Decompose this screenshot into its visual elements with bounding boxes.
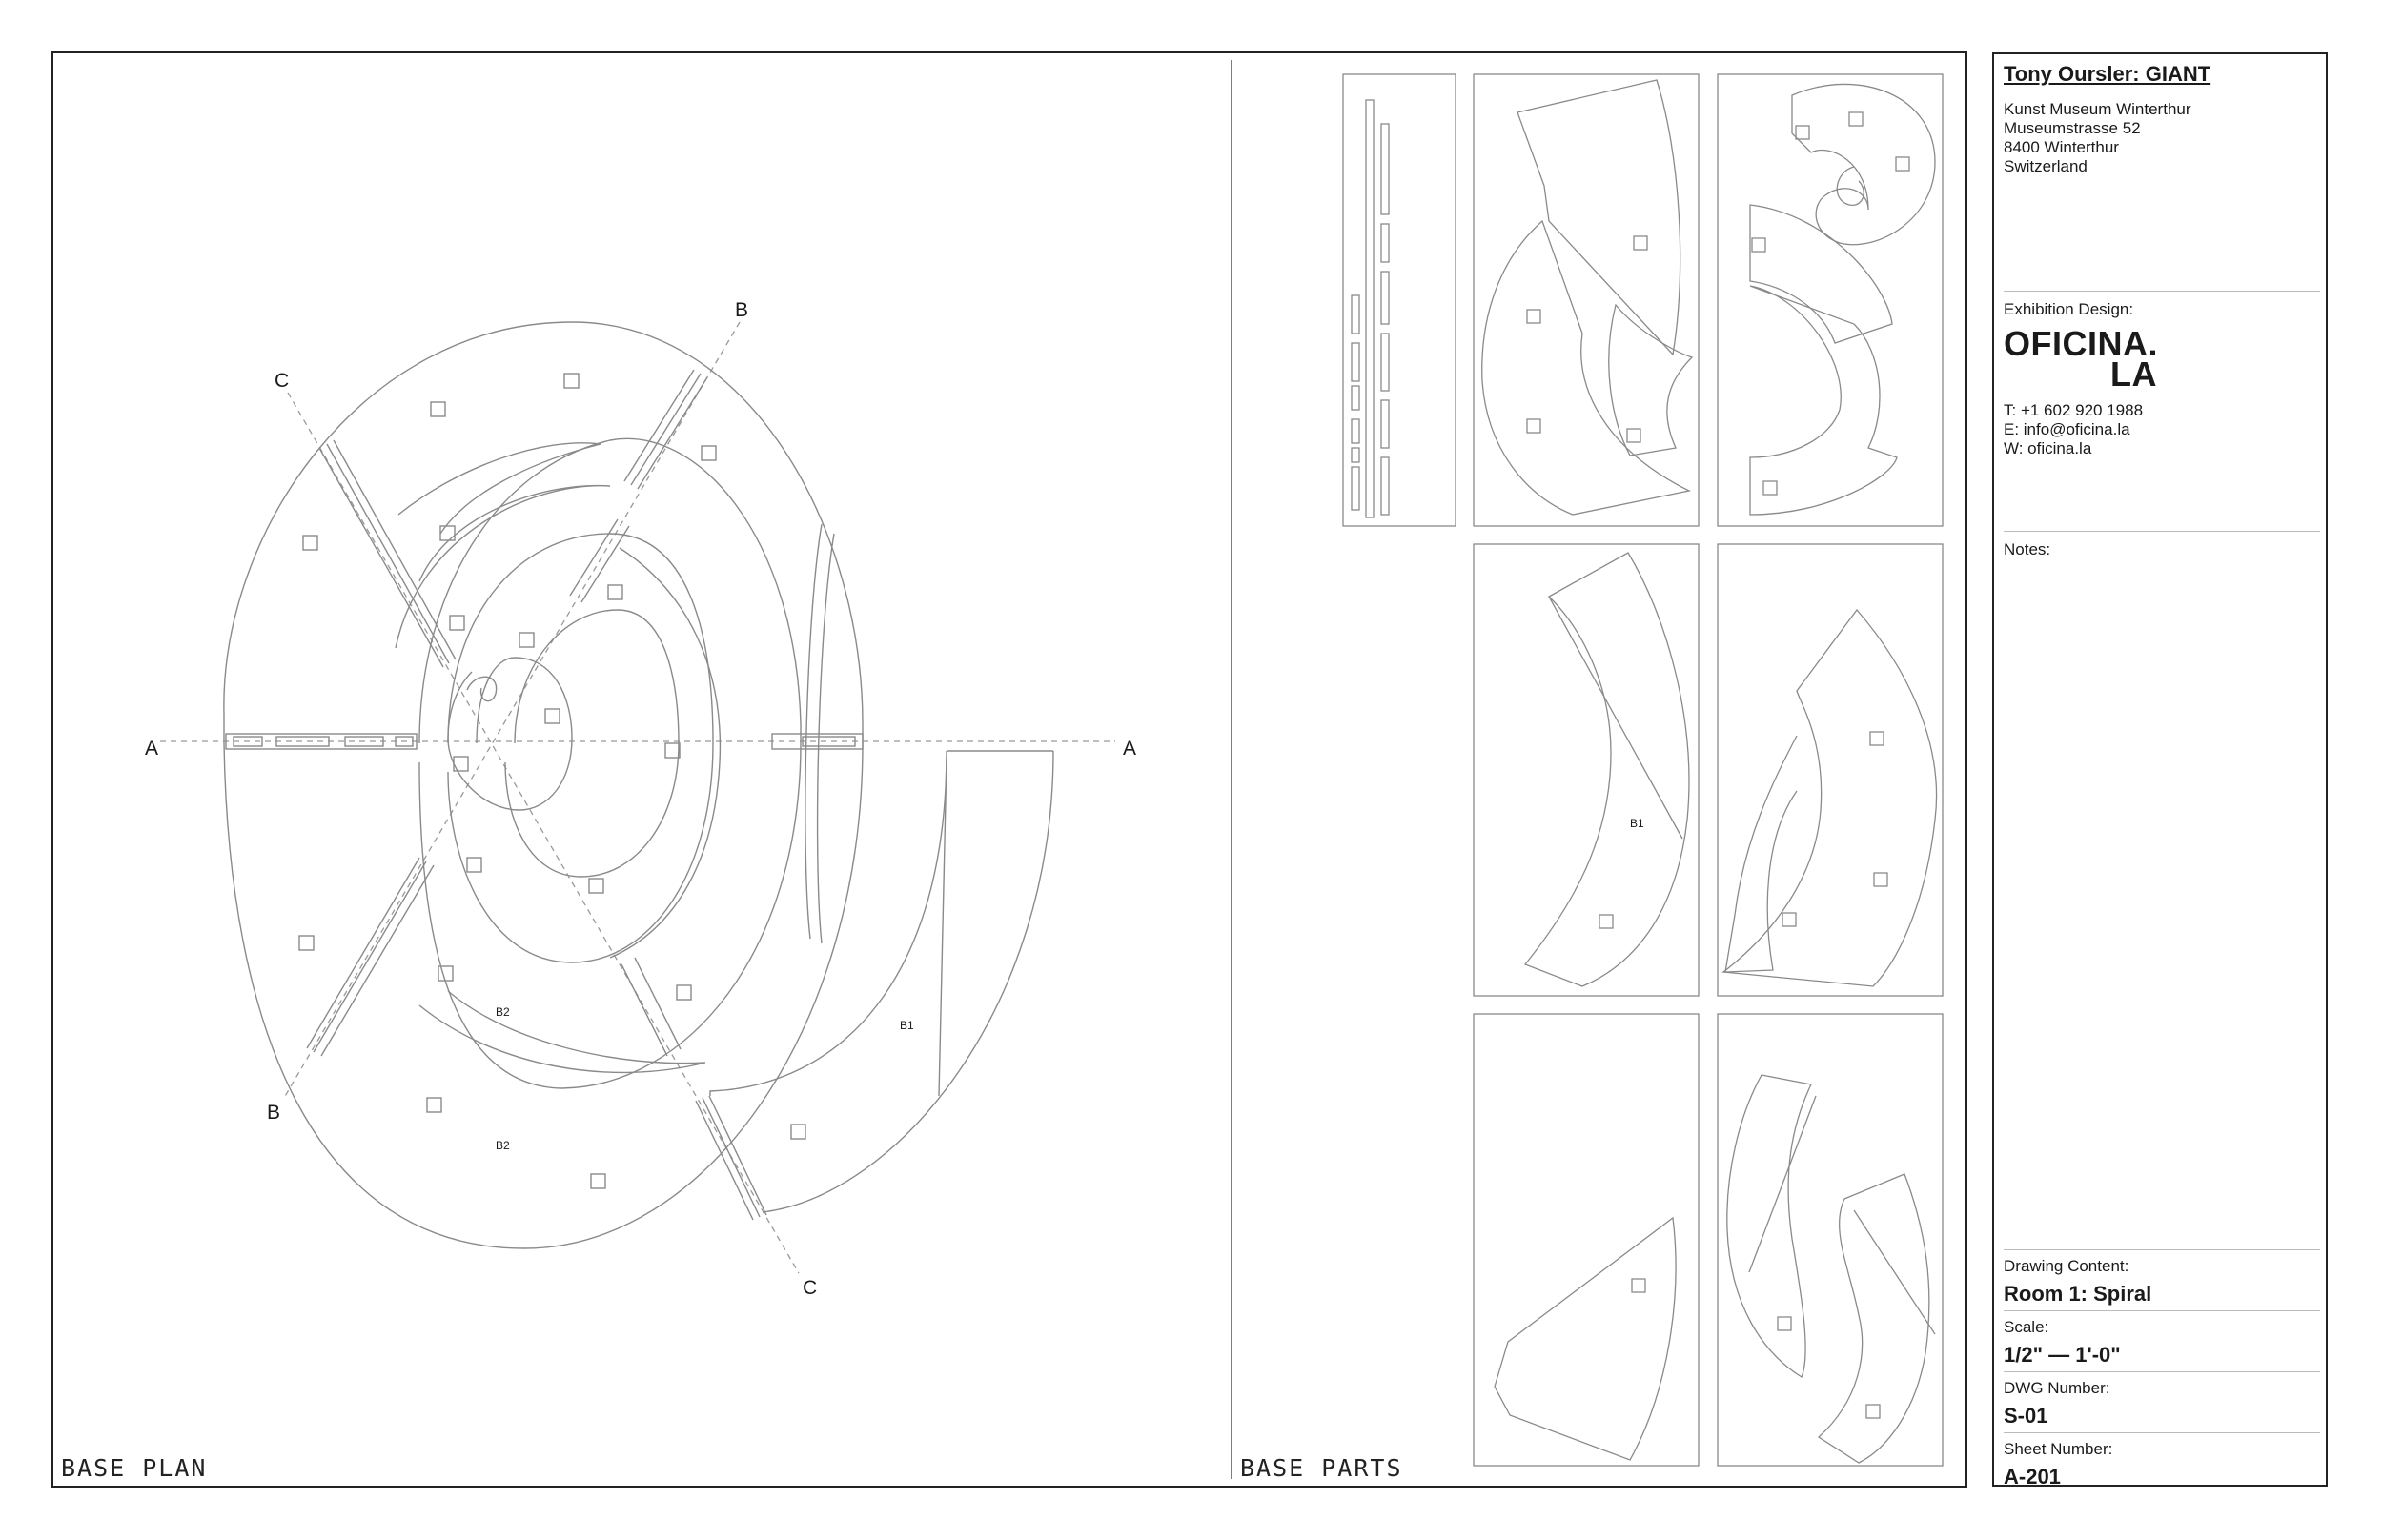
sheet-number-block: Sheet Number: A-201 [2004, 1440, 2320, 1489]
piece-label: B1 [900, 1019, 914, 1032]
spiral-band-2 [418, 437, 802, 1089]
divider [2004, 531, 2320, 532]
project-block: Tony Oursler: GIANT Kunst Museum Wintert… [2004, 62, 2320, 176]
anchor-squares [298, 373, 806, 1189]
project-title: Tony Oursler: GIANT [2004, 62, 2211, 86]
part-piece [1494, 1216, 1677, 1461]
section-label-c-bottom: C [803, 1277, 817, 1299]
drawing-frame [51, 51, 1967, 1488]
joint-upper-right [623, 369, 708, 490]
scale-label: Scale: [2004, 1318, 2049, 1336]
dwg-number-label: DWG Number: [2004, 1379, 2110, 1397]
part-piece-label: B1 [1630, 817, 1644, 830]
piece-label: B2 [496, 1005, 510, 1019]
section-lines [160, 321, 1115, 1274]
logo-line-1: OFICINA. [2004, 324, 2158, 363]
part-sheet [1473, 543, 1700, 997]
scale-value: 1/2" — 1'-0" [2004, 1343, 2121, 1367]
designer-block: Exhibition Design: OFICINA. LA T: +1 602… [2004, 300, 2320, 458]
joint-lower-right [621, 957, 682, 1057]
sheet-number-value: A-201 [2004, 1465, 2061, 1489]
part-sheet [1717, 543, 1944, 997]
oficina-logo: OFICINA. LA [2004, 324, 2320, 394]
part-piece [1481, 219, 1692, 516]
part-piece [1726, 1074, 1812, 1378]
piece-label: B2 [496, 1139, 510, 1152]
part-piece [1749, 285, 1898, 516]
spiral-core-hook [466, 676, 498, 702]
sheet-number-label: Sheet Number: [2004, 1440, 2113, 1458]
spiral-band-4 [504, 609, 680, 878]
divider [2004, 1249, 2320, 1250]
joint-mid-right [569, 518, 630, 603]
section-line-c [287, 392, 800, 1274]
a-strip [225, 733, 864, 750]
inner-arc-right [609, 547, 722, 959]
radial-joints [306, 369, 835, 1221]
divider [2004, 1371, 2320, 1372]
part-squares [1526, 111, 1910, 1419]
divider [2004, 1432, 2320, 1433]
logo-line-2: LA [2110, 355, 2157, 394]
part-piece [1724, 735, 1798, 973]
joint-upper-left [318, 439, 457, 668]
joint-bottom [695, 1095, 767, 1221]
part-piece [1523, 552, 1690, 987]
address-line: Kunst Museum Winterthur [2004, 100, 2191, 118]
notes-block: Notes: [2004, 540, 2320, 565]
exhibition-design-label: Exhibition Design: [2004, 300, 2134, 318]
section-line-b [283, 321, 741, 1099]
base-plan [160, 321, 1115, 1274]
section-label-c-top: C [275, 370, 289, 392]
dwg-number-block: DWG Number: S-01 [2004, 1379, 2320, 1429]
contact-email: E: info@oficina.la [2004, 420, 2130, 438]
contact-phone: T: +1 602 920 1988 [2004, 401, 2144, 419]
joint-strips [1351, 99, 1390, 518]
divider [2004, 291, 2320, 292]
part-piece [1721, 608, 1938, 987]
part-piece [1749, 204, 1893, 344]
part-sheet [1473, 73, 1700, 527]
part-piece [1608, 303, 1694, 456]
drawing-content-label: Drawing Content: [2004, 1257, 2129, 1275]
base-parts [1342, 73, 1944, 1467]
crescent-lower [418, 990, 706, 1074]
dwg-number-value: S-01 [2004, 1404, 2048, 1428]
part-sheet [1473, 1013, 1700, 1467]
crescent-upper [395, 484, 611, 649]
spiral-outer-edge [223, 321, 864, 1249]
spiral-outer-tail [762, 750, 1054, 1213]
base-plan-title: BASE PLAN [61, 1454, 208, 1482]
part-sheet [1717, 73, 1944, 527]
address-line: 8400 Winterthur [2004, 138, 2119, 156]
tail-seam [938, 757, 947, 1097]
part-piece [1836, 166, 1864, 206]
spiral-tail-inner [709, 750, 947, 1096]
spiral-core [447, 657, 573, 811]
crescent-upper-2 [397, 442, 601, 535]
part-piece [1791, 83, 1936, 246]
contact-web: W: oficina.la [2004, 439, 2092, 457]
address-line: Switzerland [2004, 157, 2088, 175]
notes-label: Notes: [2004, 540, 2051, 558]
spiral-band-3 [447, 533, 714, 963]
part-sheet [1717, 1013, 1944, 1467]
part-sheet [1342, 73, 1456, 527]
address-line: Museumstrasse 52 [2004, 119, 2141, 137]
base-parts-title: BASE PARTS [1240, 1454, 1403, 1482]
part-piece [1517, 79, 1681, 356]
scale-block: Scale: 1/2" — 1'-0" [2004, 1318, 2320, 1368]
joint-lower-left [306, 857, 435, 1057]
drawing-content-value: Room 1: Spiral [2004, 1282, 2152, 1306]
section-label-b-bottom: B [267, 1102, 280, 1124]
section-label-a-right: A [1123, 738, 1136, 760]
divider [2004, 1310, 2320, 1311]
title-block: Tony Oursler: GIANT Kunst Museum Wintert… [1992, 52, 2328, 1489]
section-label-b-top: B [735, 299, 748, 321]
part-piece [1817, 1173, 1930, 1464]
drawing-content-block: Drawing Content: Room 1: Spiral [2004, 1257, 2320, 1307]
section-label-a-left: A [145, 738, 158, 760]
